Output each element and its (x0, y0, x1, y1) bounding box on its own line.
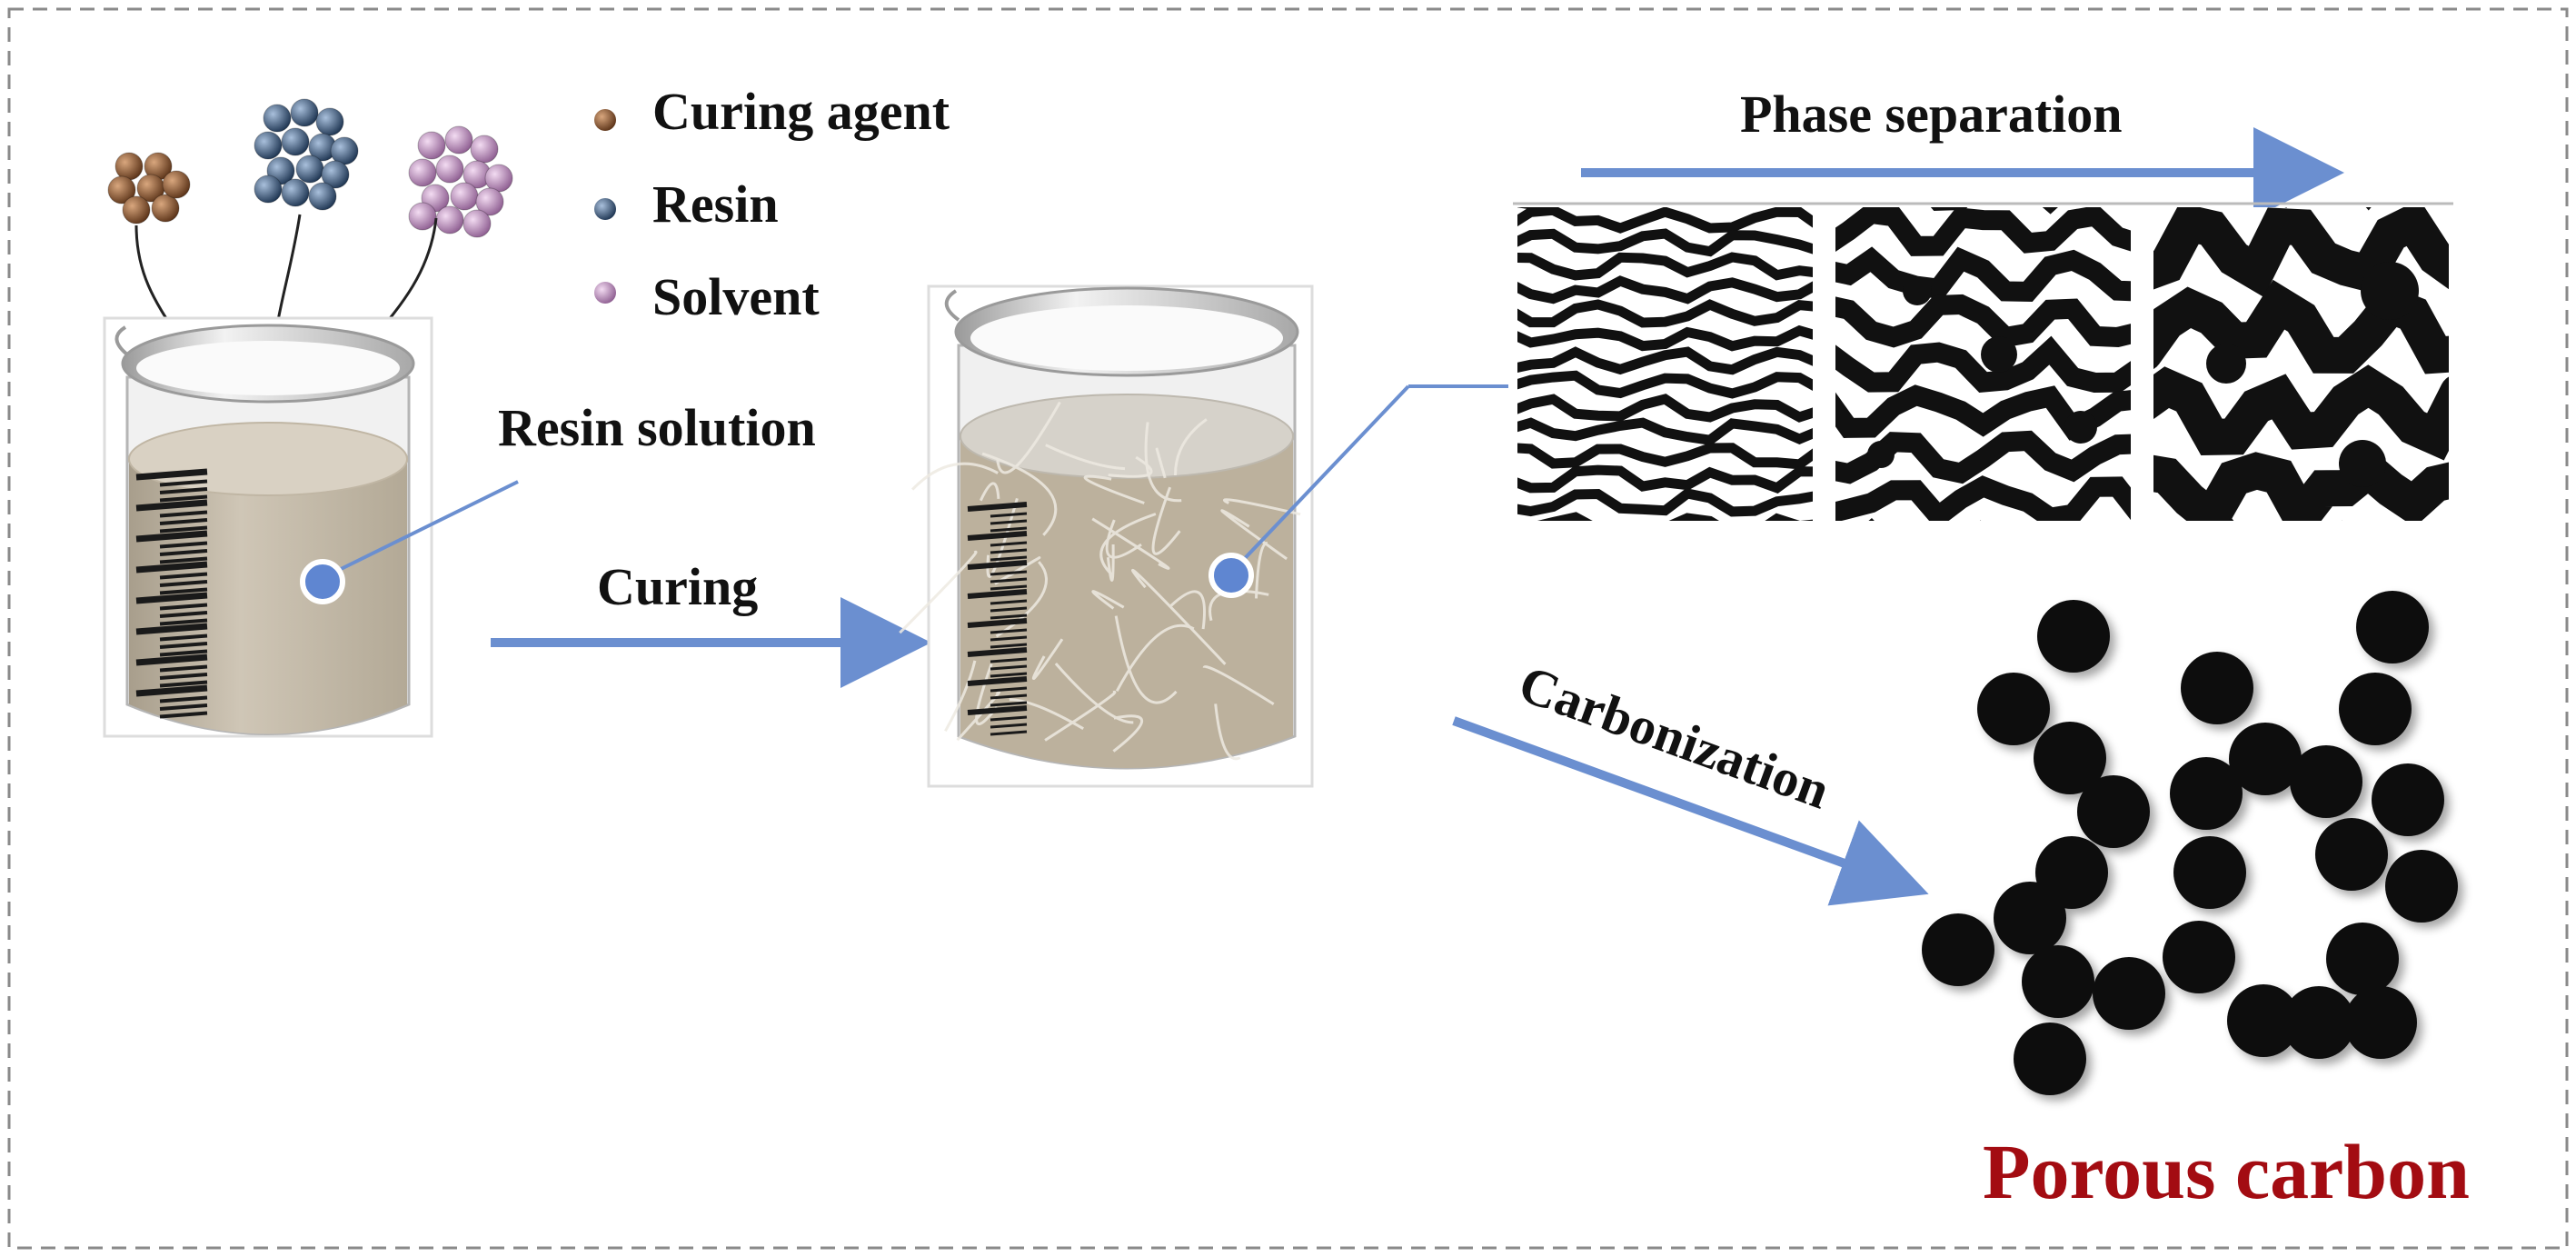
resin-icon (594, 198, 616, 220)
carbon-particle (2077, 775, 2150, 848)
molecule-clusters (107, 98, 513, 238)
carbon-particle (2229, 723, 2302, 795)
phase-tile-late (2153, 207, 2449, 521)
phase-tile-middle (1835, 207, 2131, 521)
legend-item-curing-agent: Curing agent (594, 82, 950, 141)
carbon-particle (2034, 722, 2106, 794)
callout-line-resin-solution (322, 480, 519, 580)
legend: Curing agent Resin Solvent (594, 82, 950, 326)
carbon-particle (2356, 591, 2429, 663)
carbon-particle (2315, 818, 2388, 891)
cured-resin-surface (960, 394, 1294, 479)
callout-dot-cured (1208, 553, 1254, 598)
legend-label-solvent: Solvent (652, 267, 820, 326)
carbon-particle (2014, 1023, 2086, 1095)
liquid-surface (128, 422, 408, 496)
carbon-particle (2181, 652, 2253, 724)
dashed-frame (7, 7, 2569, 1250)
graduation-marks (135, 468, 208, 719)
legend-item-solvent: Solvent (594, 267, 820, 326)
polymer-network (899, 401, 1301, 761)
carbon-particle (1922, 913, 1994, 986)
carbon-particle (2344, 986, 2417, 1059)
carbon-particle (2022, 945, 2094, 1018)
carbon-particle (2163, 921, 2235, 993)
carbon-particle (2227, 984, 2300, 1057)
porous-carbon-particles (1922, 591, 2458, 1095)
carbon-particle (2093, 957, 2165, 1030)
beaker-resin-solution (103, 316, 519, 738)
beaker-cured (899, 284, 1508, 788)
graduation-marks-cured (967, 502, 1028, 736)
label-curing: Curing (597, 557, 758, 616)
curing-agent-cluster (107, 152, 191, 224)
label-porous-carbon: Porous carbon (1983, 1128, 2470, 1215)
legend-label-resin: Resin (652, 175, 779, 234)
label-carbonization: Carbonization (1512, 653, 1837, 820)
label-phase-separation: Phase separation (1740, 85, 2123, 144)
carbon-particle (2283, 986, 2355, 1059)
label-resin-solution: Resin solution (498, 398, 816, 457)
carbon-particle (2037, 600, 2110, 673)
carbon-particle (2385, 850, 2458, 923)
carbon-particle (1994, 882, 2066, 954)
arrow-carbonization (1452, 716, 1929, 906)
solvent-cluster (408, 125, 513, 238)
carbon-particle (2290, 745, 2362, 818)
legend-label-curing-agent: Curing agent (652, 82, 950, 141)
carbon-particle (2170, 757, 2243, 830)
carbon-particle (2339, 673, 2412, 745)
carbon-particle (2173, 836, 2246, 909)
curing-agent-icon (594, 109, 616, 131)
callout-line-cured (1229, 384, 1410, 574)
carbon-particle (2372, 763, 2444, 836)
carbon-particle (2326, 923, 2399, 995)
legend-item-resin: Resin (594, 175, 779, 234)
resin-cluster (254, 98, 359, 211)
solvent-icon (594, 282, 616, 304)
cured-resin (960, 436, 1293, 768)
phase-tile-early (1517, 207, 1813, 521)
carbon-particle (1977, 673, 2050, 745)
callout-dot-resin-solution (300, 559, 345, 604)
